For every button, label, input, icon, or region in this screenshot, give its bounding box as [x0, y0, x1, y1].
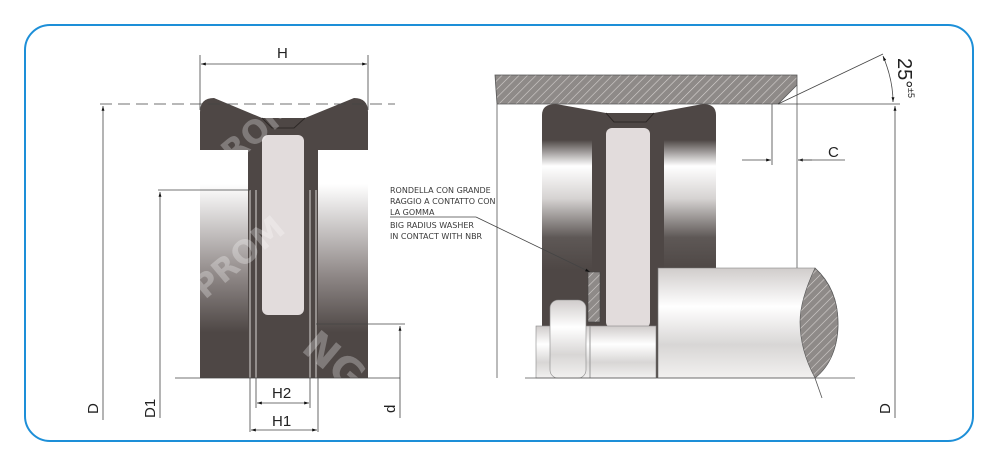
- note-it-3: LA GOMMA: [390, 208, 435, 217]
- dim-D1: D1: [142, 399, 159, 418]
- left-seal-view: PROM PROM NG: [186, 88, 374, 400]
- note-en-2: IN CONTACT WITH NBR: [390, 232, 483, 241]
- note-it-1: RONDELLA CON GRANDE: [390, 186, 491, 195]
- note-it-2: RAGGIO A CONTATTO CON: [390, 197, 496, 206]
- washer-annotation: RONDELLA CON GRANDE RAGGIO A CONTATTO CO…: [390, 186, 496, 241]
- seal-insert: [262, 135, 304, 315]
- housing: [494, 74, 798, 105]
- dim-H: H: [277, 45, 288, 62]
- right-dimensions: [390, 53, 900, 418]
- right-installation-view: [494, 74, 855, 399]
- angle-value: 25°: [893, 58, 915, 88]
- dim-D-left: D: [85, 403, 102, 414]
- washer: [587, 271, 601, 323]
- dim-H1: H1: [272, 413, 291, 430]
- dim-C: C: [828, 144, 839, 161]
- left-dimensions: [100, 55, 405, 432]
- dim-d: d: [382, 405, 399, 413]
- right-dimension-labels: C D 25° ±5: [828, 58, 916, 414]
- note-en-1: BIG RADIUS WASHER: [390, 221, 474, 230]
- dim-D-right: D: [877, 403, 894, 414]
- left-dimension-labels: H H2 H1 D D1 d: [85, 45, 399, 430]
- dim-H2: H2: [272, 385, 291, 402]
- diagram-frame: [24, 24, 974, 442]
- angle-tolerance: ±5: [906, 88, 916, 98]
